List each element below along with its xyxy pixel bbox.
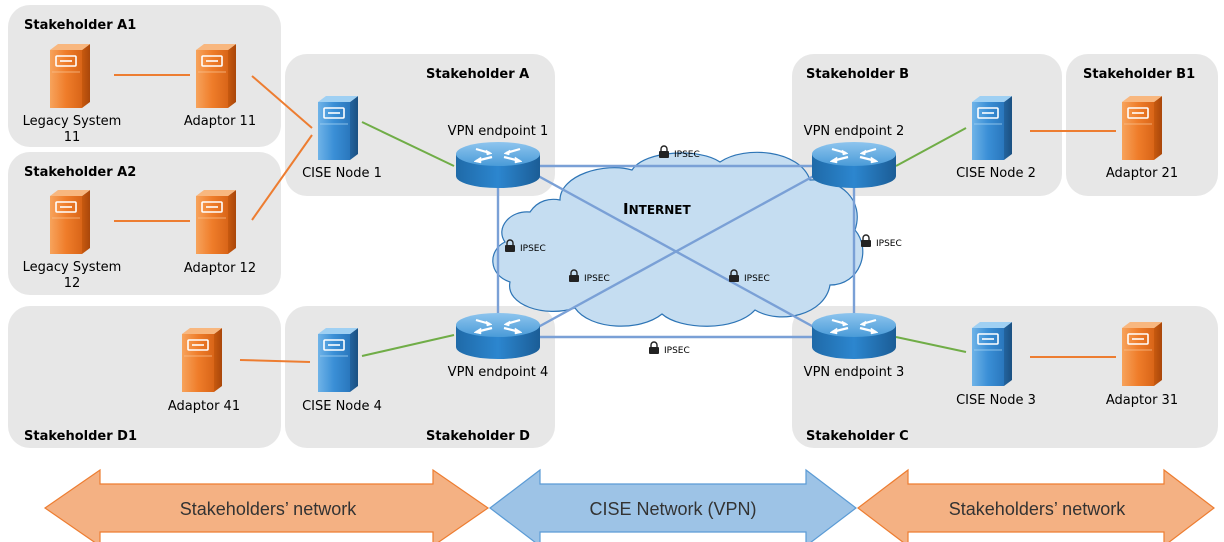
vpn-links [496,164,856,339]
title-stakeholder-d: Stakeholder D [426,429,530,444]
lock-icon [658,145,670,159]
left-arrow-label: Stakeholders’ network [180,499,357,519]
label-vpn-endpoint-1: VPN endpoint 1 [448,124,549,139]
cise-node-2-server-icon [971,95,1013,161]
svg-text:IPSEC: IPSEC [664,346,690,356]
box-stakeholder-d1 [8,306,281,448]
right-stakeholders-arrow [857,468,1215,542]
ipsec-label-diag-left: IPSEC [568,269,610,284]
svg-text:IPSEC: IPSEC [744,274,770,284]
adaptor-11-server-icon [195,43,237,109]
label-vpn-endpoint-3: VPN endpoint 3 [804,365,905,380]
label-adaptor-31: Adaptor 31 [1106,393,1178,408]
right-arrow-label: Stakeholders’ network [949,499,1126,519]
label-cise-node-4: CISE Node 4 [302,399,382,414]
box-stakeholder-a2 [8,152,281,295]
green-links [361,121,967,357]
adaptor-31-server-icon [1121,321,1163,387]
svg-text:IPSEC: IPSEC [674,150,700,160]
internet-label: INTERNET [623,200,692,218]
label-cise-node-2: CISE Node 2 [956,166,1036,181]
cise-network-arrow [489,468,857,542]
orange-links [114,74,1116,363]
adaptor-21-server-icon [1121,95,1163,161]
vpn-endpoint-3-router-icon [810,311,898,361]
legacy-system-12-server-icon [49,189,91,255]
title-stakeholder-c: Stakeholder C [806,429,909,444]
svg-text:IPSEC: IPSEC [876,239,902,249]
vpn-endpoint-4-router-icon [454,311,542,361]
title-stakeholder-b: Stakeholder B [806,67,909,82]
stakeholder-boxes [8,5,1218,448]
label-cise-node-1: CISE Node 1 [302,166,382,181]
label-adaptor-12: Adaptor 12 [184,261,256,276]
cise-node-1-server-icon [317,95,359,161]
label-adaptor-41: Adaptor 41 [168,399,240,414]
title-stakeholder-b1: Stakeholder B1 [1083,67,1195,82]
title-stakeholder-a: Stakeholder A [426,67,529,82]
lock-icon [860,234,872,248]
svg-text:IPSEC: IPSEC [520,244,546,254]
ipsec-label-diag-right: IPSEC [728,269,770,284]
title-stakeholder-a1: Stakeholder A1 [24,18,136,33]
internet-cloud [492,151,864,327]
label-vpn-endpoint-4: VPN endpoint 4 [448,365,549,380]
label-cise-node-3: CISE Node 3 [956,393,1036,408]
cise-node-4-server-icon [317,327,359,393]
adaptor-12-server-icon [195,189,237,255]
adaptor-41-server-icon [181,327,223,393]
vpn-endpoint-2-router-icon [810,140,898,190]
middle-arrow-label: CISE Network (VPN) [589,499,756,519]
title-stakeholder-d1: Stakeholder D1 [24,429,137,444]
cise-node-3-server-icon [971,321,1013,387]
ipsec-label-left: IPSEC [504,239,546,254]
ipsec-label-bottom: IPSEC [648,341,690,356]
ipsec-label-top: IPSEC [658,145,700,160]
label-adaptor-21: Adaptor 21 [1106,166,1178,181]
vpn-endpoint-1-router-icon [454,140,542,190]
ipsec-label-right: IPSEC [860,234,902,249]
lock-icon [648,341,660,355]
left-stakeholders-arrow [43,468,490,542]
vpn-link-4-2 [519,164,833,339]
svg-text:IPSEC: IPSEC [584,274,610,284]
title-stakeholder-a2: Stakeholder A2 [24,165,136,180]
label-vpn-endpoint-2: VPN endpoint 2 [804,124,905,139]
label-adaptor-11: Adaptor 11 [184,114,256,129]
legacy-system-11-server-icon [49,43,91,109]
